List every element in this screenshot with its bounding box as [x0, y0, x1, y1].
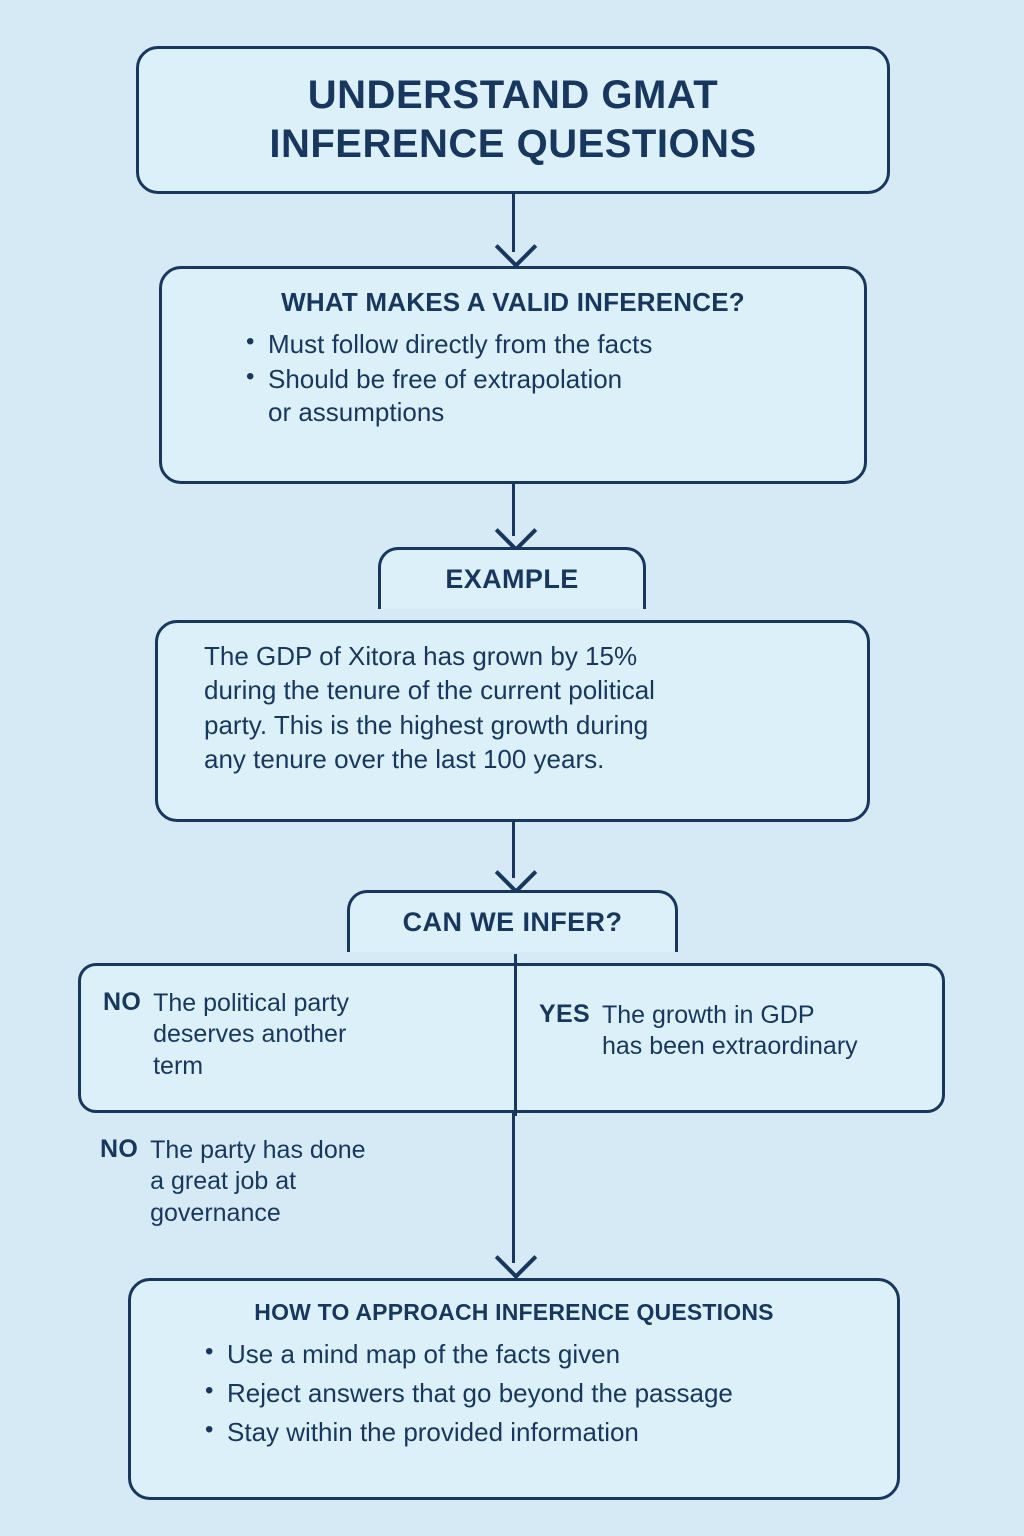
connector-example-to-infer — [494, 822, 538, 895]
approach-list: Use a mind map of the facts given Reject… — [199, 1337, 873, 1449]
can-we-infer-tab-label: CAN WE INFER? — [402, 907, 623, 937]
page-title: UNDERSTAND GMAT INFERENCE QUESTIONS — [269, 73, 757, 166]
verdict-label: YES — [539, 1000, 590, 1028]
answer-item-no-1: NO The political party deserves another … — [81, 966, 514, 1082]
connector-title-to-valid — [494, 194, 538, 269]
answers-box: NO The political party deserves another … — [78, 954, 945, 1116]
answer-item-yes: YES The growth in GDP has been extraordi… — [517, 966, 942, 1063]
list-item: Use a mind map of the facts given — [199, 1337, 873, 1371]
verdict-text: The party has done a great job at govern… — [150, 1136, 366, 1227]
approach-heading: HOW TO APPROACH INFERENCE QUESTIONS — [254, 1299, 774, 1325]
list-item: Stay within the provided information — [199, 1415, 873, 1449]
example-box: The GDP of Xitora has grown by 15% durin… — [155, 620, 870, 822]
valid-inference-box: WHAT MAKES A VALID INFERENCE? Must follo… — [159, 266, 867, 484]
example-text: The GDP of Xitora has grown by 15% durin… — [204, 641, 655, 774]
connector-valid-to-example — [494, 484, 538, 553]
list-item: Reject answers that go beyond the passag… — [199, 1376, 873, 1410]
answer-item-no-2: NO The party has done a great job at gov… — [100, 1135, 520, 1229]
arrowhead-icon — [494, 225, 538, 269]
verdict-text: The growth in GDP has been extraordinary — [601, 1001, 858, 1061]
example-tab: EXAMPLE — [378, 547, 646, 609]
example-tab-label: EXAMPLE — [445, 564, 579, 594]
connector-line — [512, 1113, 515, 1263]
arrowhead-icon — [494, 851, 538, 895]
verdict-text: The political party deserves another ter… — [153, 989, 350, 1080]
verdict-label: NO — [103, 988, 142, 1016]
answers-divider — [514, 954, 517, 1116]
list-item: Must follow directly from the facts — [240, 327, 838, 361]
connector-infer-to-approach — [494, 1113, 538, 1280]
valid-inference-heading: WHAT MAKES A VALID INFERENCE? — [281, 287, 745, 317]
list-item: Should be free of extrapolation or assum… — [240, 362, 838, 429]
title-box: UNDERSTAND GMAT INFERENCE QUESTIONS — [136, 46, 890, 194]
valid-inference-list: Must follow directly from the facts Shou… — [240, 327, 838, 429]
verdict-label: NO — [100, 1135, 139, 1163]
arrowhead-icon — [494, 509, 538, 553]
can-we-infer-tab: CAN WE INFER? — [347, 890, 678, 952]
arrowhead-icon — [494, 1236, 538, 1280]
connector-line — [512, 822, 515, 878]
connector-line — [512, 194, 515, 252]
connector-line — [512, 484, 515, 536]
approach-box: HOW TO APPROACH INFERENCE QUESTIONS Use … — [128, 1278, 900, 1500]
